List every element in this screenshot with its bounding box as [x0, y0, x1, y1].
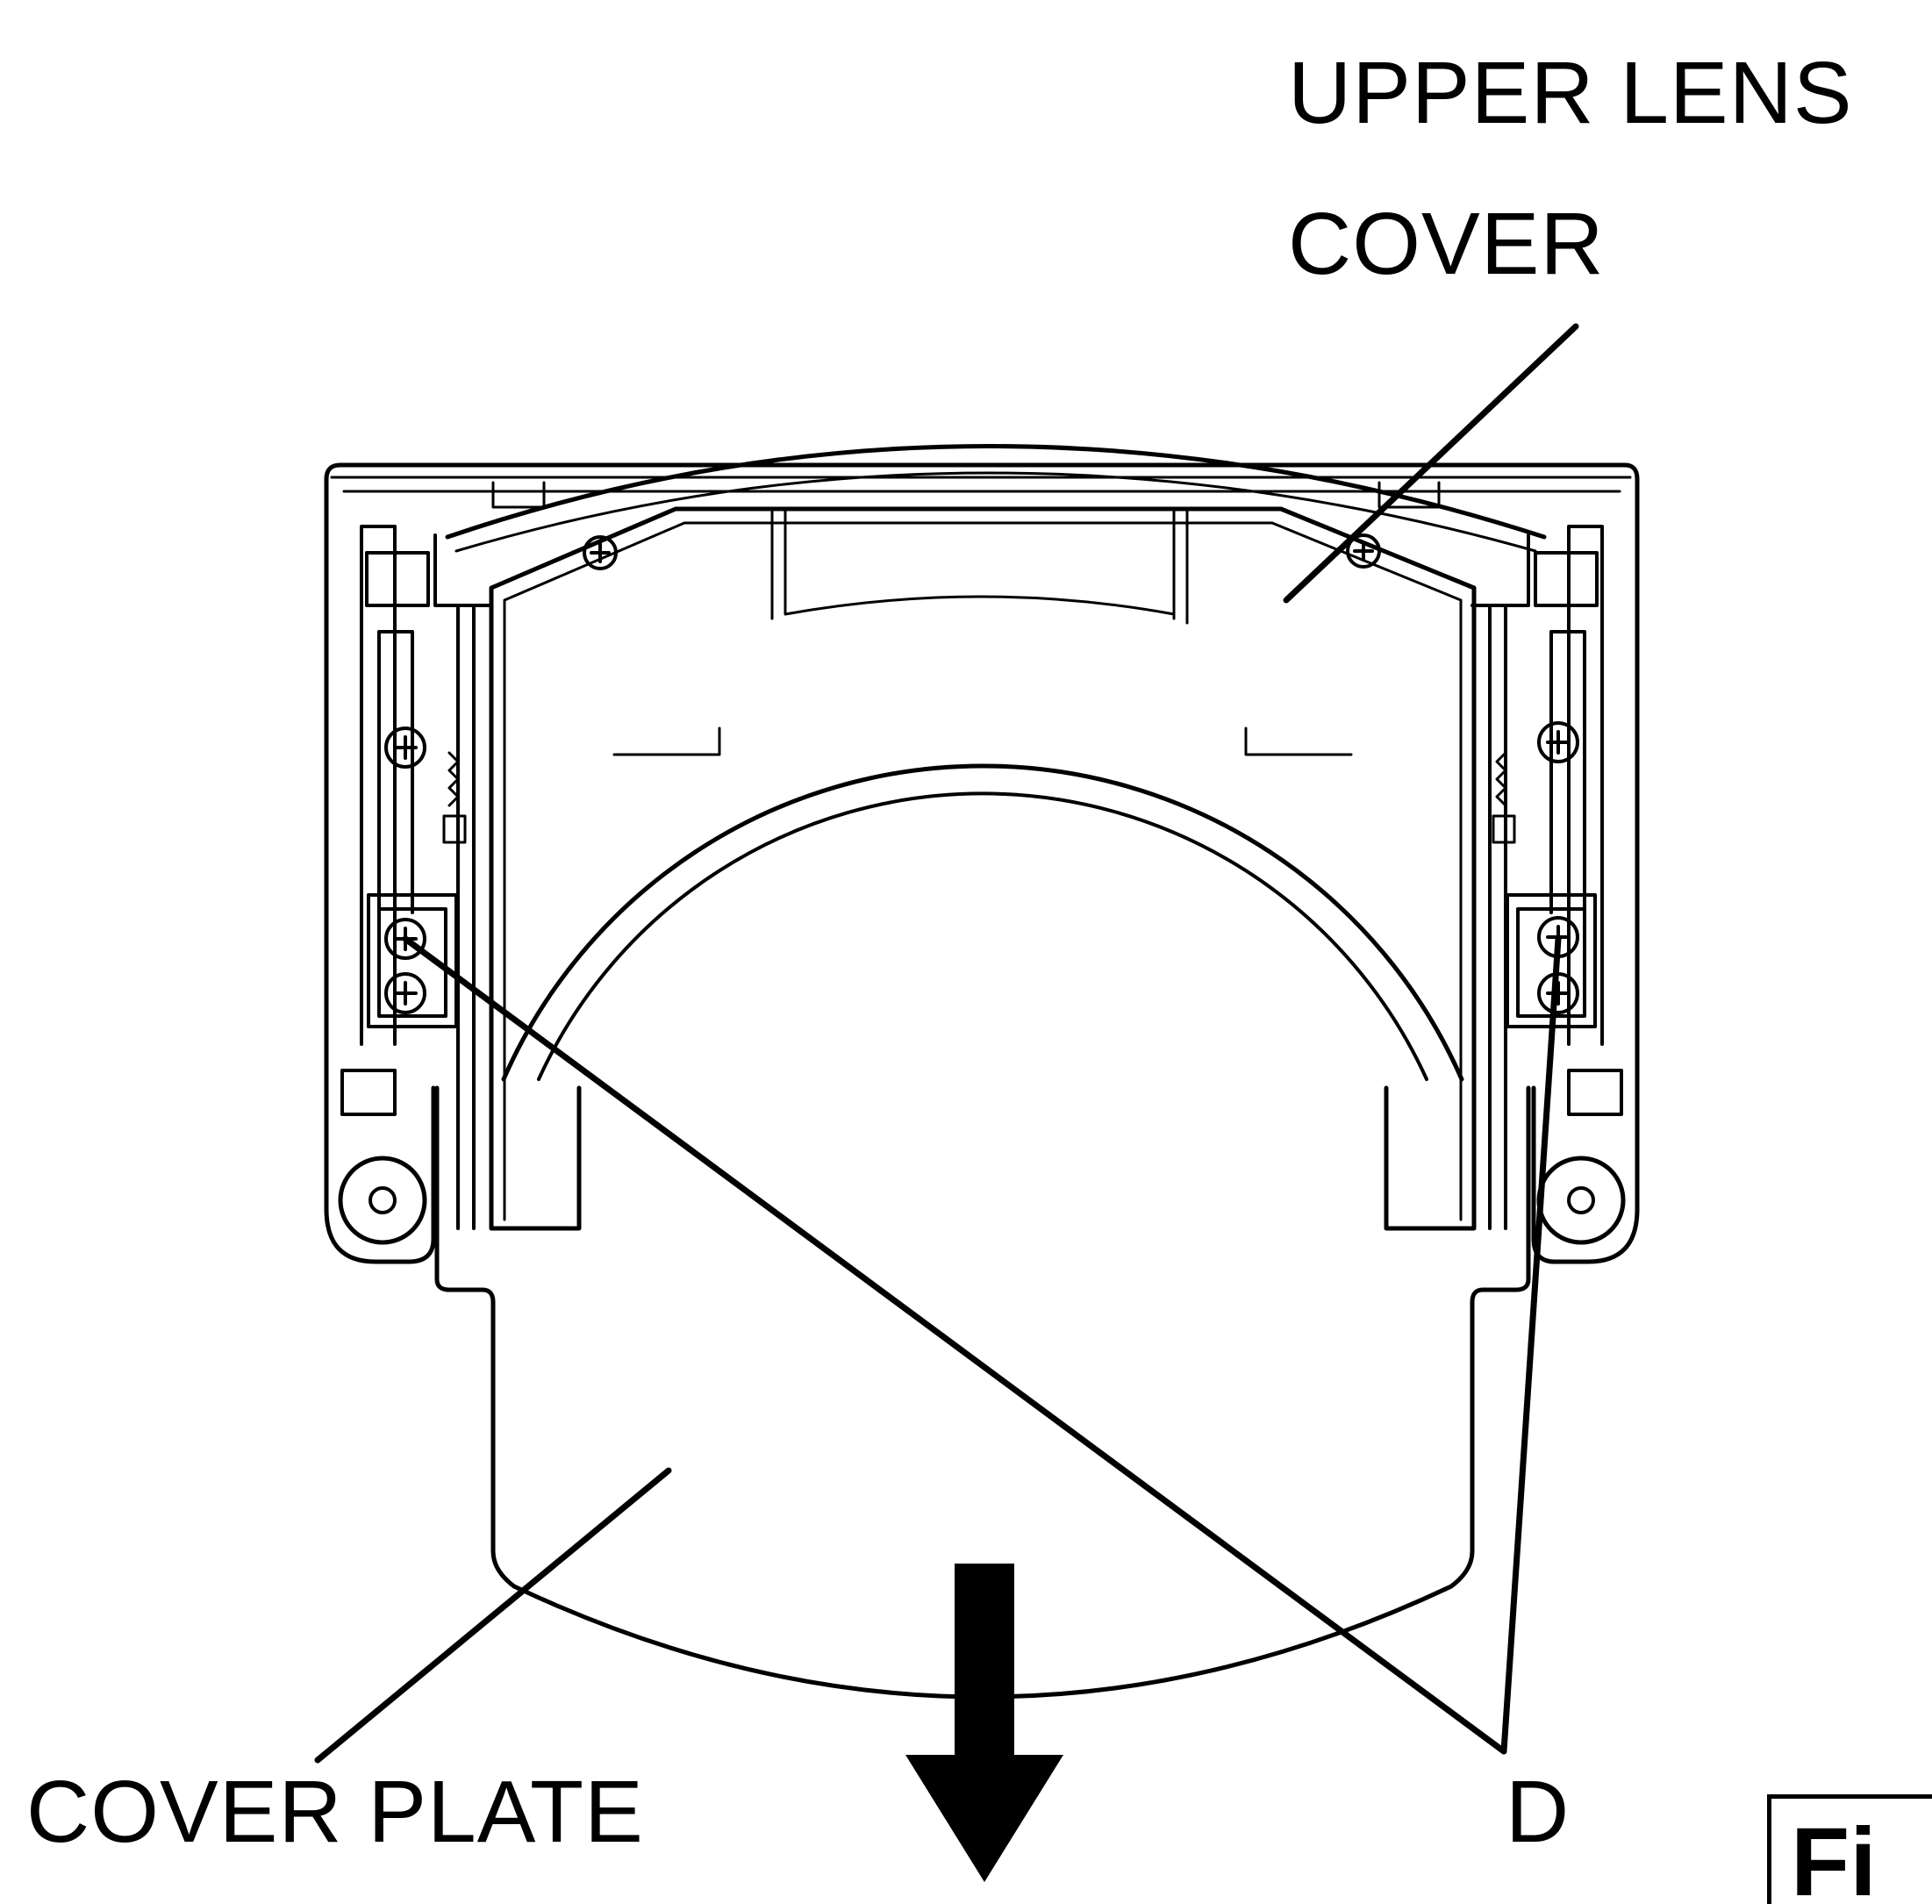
right-screw-block: [1506, 893, 1597, 1028]
right-pivot-hole-center: [1567, 1186, 1595, 1214]
phillips-screw-icon: [1537, 721, 1579, 763]
left-spring: [442, 751, 467, 844]
right-spring: [1492, 751, 1516, 844]
lens-opening-inner: [537, 791, 1428, 1081]
screws-d-label: D: [1506, 1763, 1571, 1861]
upper-lens-cover-label-line2: COVER: [1288, 195, 1605, 293]
leader-cover-plate: [314, 1467, 672, 1764]
left-pivot-hole: [338, 1156, 427, 1245]
phillips-screw-icon: [384, 727, 426, 769]
leader-d-right: [1500, 935, 1562, 1755]
right-pivot-hole: [1536, 1156, 1626, 1245]
inner-frame: [489, 506, 1477, 1231]
leader-upper-lens-cover: [1283, 323, 1579, 604]
down-arrow-icon: [905, 1564, 1063, 1882]
cover-plate-label: COVER PLATE: [26, 1763, 644, 1861]
lens-opening-outer: [501, 763, 1464, 1082]
leader-lines: [314, 323, 1579, 1764]
housing-top-edge: [330, 476, 1632, 493]
leader-d-left: [402, 935, 1507, 1755]
left-rail: [360, 525, 493, 1230]
top-arc-inner: [454, 471, 1537, 553]
screws: [384, 533, 1579, 1014]
phillips-screw-icon: [583, 535, 618, 570]
upper-lens-cover: [324, 444, 1640, 1264]
inner-frame-bevel: [503, 521, 1463, 1221]
upper-lens-cover-label-line1: UPPER LENS: [1288, 44, 1853, 142]
figure-tag-text: Fi: [1791, 1808, 1877, 1904]
left-pivot-hole-center: [369, 1186, 397, 1214]
left-screw-block: [367, 893, 458, 1028]
left-pivot-block: [340, 551, 430, 1116]
top-dividers: [770, 507, 1189, 625]
top-tab: [491, 481, 1441, 509]
figure-tag-box: Fi: [1767, 1794, 1932, 1904]
phillips-screw-icon: [1346, 533, 1381, 569]
phillips-screw-icon: [384, 972, 426, 1014]
lens-opening-step: [612, 727, 1353, 756]
right-pivot-block: [1534, 551, 1623, 1116]
right-rail: [1470, 525, 1604, 1230]
housing-outline: [324, 462, 1640, 1264]
